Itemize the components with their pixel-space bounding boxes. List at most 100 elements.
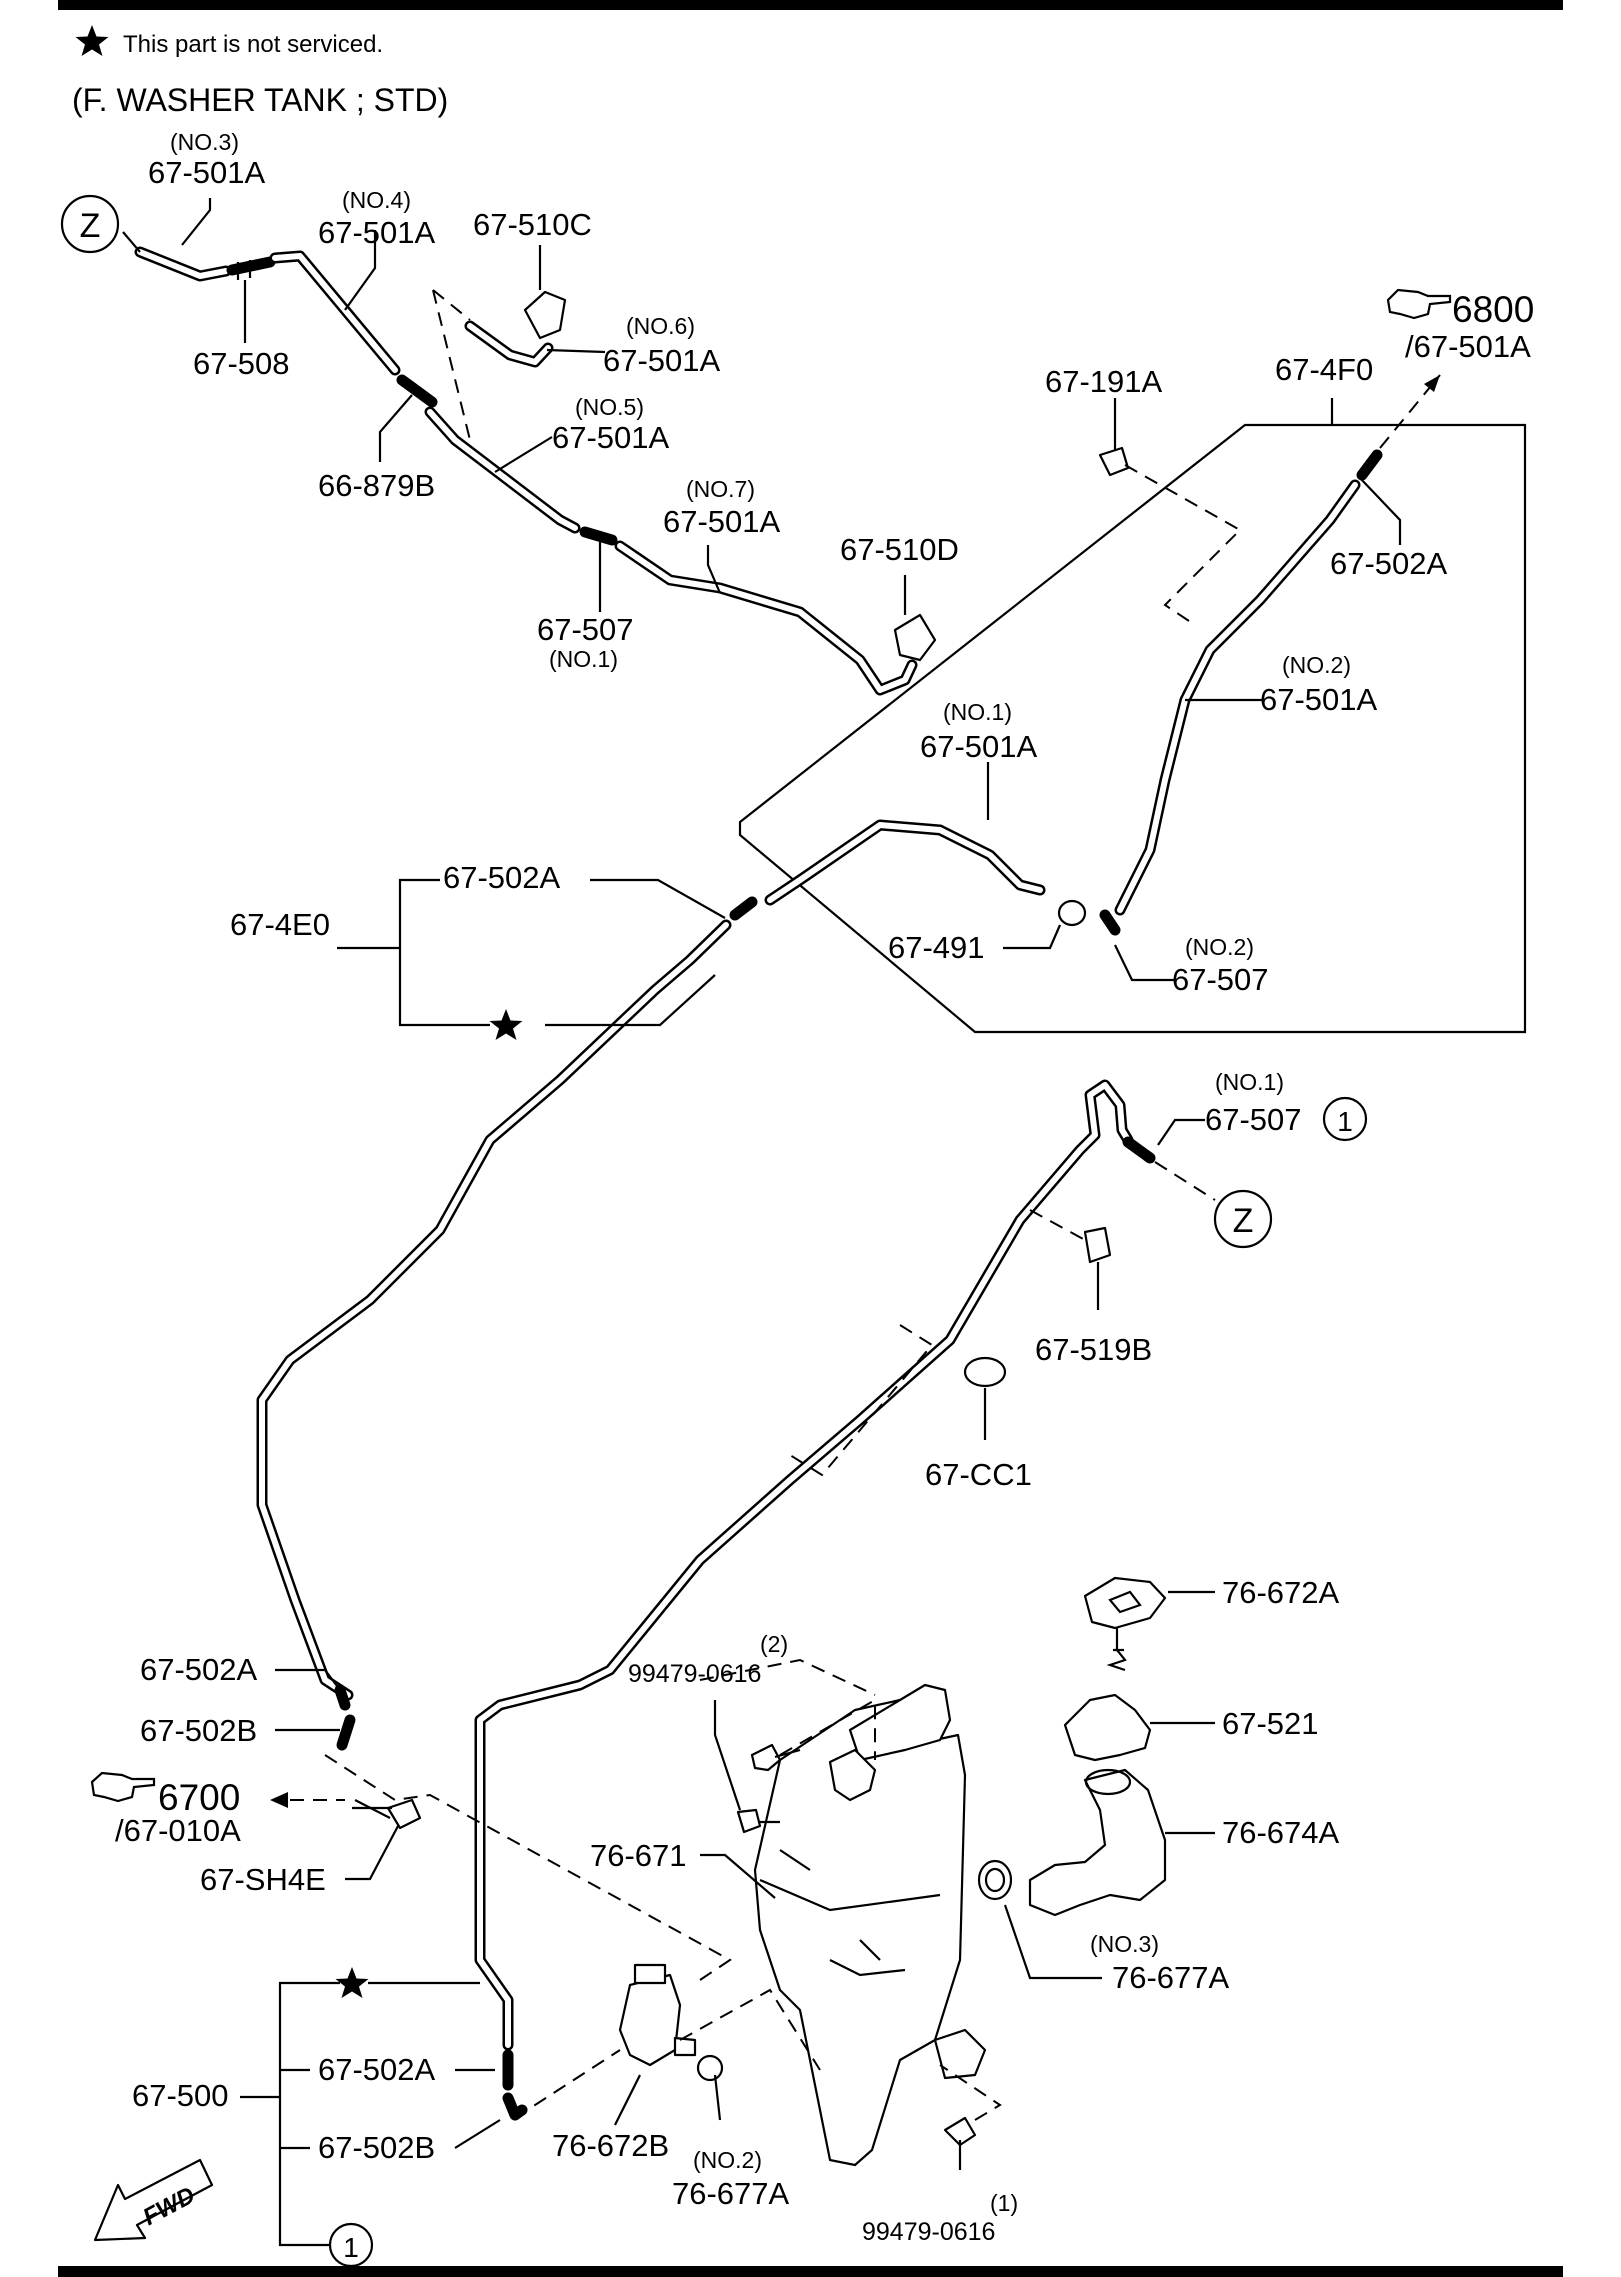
label-67-502a-mid: 67-502A — [443, 860, 561, 895]
label-76-674a: 76-674A — [1222, 1815, 1340, 1850]
label-67-4e0: 67-4E0 — [230, 907, 330, 942]
label-67-501a-no7-qual: (NO.7) — [686, 476, 755, 502]
ref-circle-z-lower — [1213, 1189, 1273, 1249]
label-67-501a-no2-qual: (NO.2) — [1282, 652, 1351, 678]
hand-pointer-icon-6800 — [1386, 288, 1452, 320]
label-67-502b-left: 67-502B — [140, 1713, 257, 1748]
ref-circle-z-lower-text: Z — [1233, 1202, 1254, 1240]
label-76-677a-no2-qual: (NO.2) — [693, 2147, 762, 2173]
bolt-99479-0616-no1 — [943, 2116, 977, 2147]
arrow-to-6800 — [1424, 375, 1440, 392]
label-67-501a-no1: 67-501A — [920, 729, 1038, 764]
check-valve-67-491 — [1057, 899, 1087, 927]
pump-76-672b — [618, 1973, 682, 2067]
ref-circle-1-right — [1322, 1096, 1368, 1142]
connector-67-507-no1-right — [1122, 1136, 1156, 1164]
bottom-border — [58, 2266, 1563, 2277]
label-76-672b: 76-672B — [552, 2128, 669, 2163]
label-76-677a-no2: 76-677A — [672, 2176, 790, 2211]
label-99479-0616-no2-qual: (2) — [760, 1631, 788, 1657]
label-67-501a-no3-qual: (NO.3) — [170, 129, 239, 155]
label-76-677a-no3: 76-677A — [1112, 1960, 1230, 1995]
label-67-4f0: 67-4F0 — [1275, 352, 1373, 387]
star-icon-mid — [489, 1009, 523, 1040]
fwd-arrow — [93, 2158, 214, 2242]
label-67-191a: 67-191A — [1045, 364, 1163, 399]
header-subtitle: (F. WASHER TANK ; STD) — [72, 82, 448, 118]
label-67-507-no1-qual: (NO.1) — [549, 646, 618, 672]
cap-76-672a — [1083, 1576, 1167, 1630]
connector-67-507-no1 — [579, 526, 618, 546]
label-76-677a-no3-qual: (NO.3) — [1090, 1931, 1159, 1957]
connector-67-502b-bottom — [502, 2092, 528, 2121]
inset-box — [738, 423, 1527, 1034]
label-67-501a-no3: 67-501A — [148, 155, 266, 190]
label-66-879b: 66-879B — [318, 468, 435, 503]
connector-67-502b-left — [336, 1714, 356, 1751]
label-67-501a-no6: 67-501A — [603, 343, 721, 378]
label-67-502a-left: 67-502A — [140, 1652, 258, 1687]
connector-67-502a-mid — [729, 896, 758, 921]
hand-pointer-icon-6700 — [90, 1771, 156, 1803]
ref-circle-1-right-text: 1 — [1337, 1106, 1353, 1137]
label-67-502b-bottom: 67-502B — [318, 2130, 435, 2165]
label-67-510d: 67-510D — [840, 532, 959, 567]
label-67-501a-no4-qual: (NO.4) — [342, 187, 411, 213]
connector-67-507-no2 — [1099, 909, 1121, 936]
label-67-507-no1-right: 67-507 — [1205, 1102, 1302, 1137]
ref-6700-number: 6700 — [158, 1777, 240, 1818]
star-icon — [75, 25, 109, 56]
label-67-510c: 67-510C — [473, 207, 592, 242]
ref-6800-number: 6800 — [1452, 289, 1534, 330]
label-99479-0616-no1-qual: (1) — [990, 2190, 1018, 2216]
ref-6800-sub: /67-501A — [1405, 329, 1531, 364]
ref-circle-z-upper — [60, 194, 120, 254]
star-icon-bottom — [335, 1967, 369, 1998]
header-note: This part is not serviced. — [123, 31, 383, 58]
label-67-cc1: 67-CC1 — [925, 1457, 1032, 1492]
label-67-sh4e: 67-SH4E — [200, 1862, 326, 1897]
label-67-501a-no1-qual: (NO.1) — [943, 699, 1012, 725]
top-border — [58, 0, 1563, 10]
grommet-76-677a-no2 — [696, 2054, 724, 2082]
label-67-502a-bottom: 67-502A — [318, 2052, 436, 2087]
label-67-501a-no5: 67-501A — [552, 420, 670, 455]
label-67-507-no2: 67-507 — [1172, 962, 1269, 997]
label-99479-0616-no1: 99479-0616 — [862, 2218, 995, 2246]
arrow-to-6700 — [270, 1792, 288, 1808]
label-67-501a-no5-qual: (NO.5) — [575, 394, 644, 420]
ref-6700-sub: /67-010A — [115, 1813, 241, 1848]
label-67-507-no2-qual: (NO.2) — [1185, 934, 1254, 960]
label-67-507-no1-right-qual: (NO.1) — [1215, 1069, 1284, 1095]
label-76-671: 76-671 — [590, 1838, 687, 1873]
connector-67-502a-left — [334, 1684, 351, 1711]
label-67-500: 67-500 — [132, 2078, 229, 2113]
nozzle-67-510c — [523, 290, 567, 340]
sensor-67-sh4e — [386, 1798, 422, 1830]
grommet-76-677a-no3 — [977, 1859, 1013, 1901]
label-76-672a: 76-672A — [1222, 1575, 1340, 1610]
label-67-507-no1: 67-507 — [537, 612, 634, 647]
label-67-519b: 67-519B — [1035, 1332, 1152, 1367]
ref-circle-1-bottom-text: 1 — [343, 2232, 359, 2263]
nozzle-67-510d — [893, 613, 937, 662]
ref-circle-1-bottom — [328, 2222, 374, 2268]
tank-bracket-lower — [933, 2028, 987, 2080]
bolt-99479-0616-no2 — [750, 1743, 782, 1772]
label-67-508: 67-508 — [193, 346, 290, 381]
label-67-501a-no6-qual: (NO.6) — [626, 313, 695, 339]
hose-67-4e0 — [256, 919, 732, 1701]
label-67-501a-no7: 67-501A — [663, 504, 781, 539]
ref-circle-z-upper-text: Z — [80, 207, 101, 245]
clip-67-519b — [1083, 1226, 1112, 1264]
clamp-67-cc1 — [963, 1356, 1007, 1388]
clip-67-191a — [1098, 446, 1130, 477]
label-67-501a-no4: 67-501A — [318, 215, 436, 250]
connector-66-879b — [396, 374, 438, 408]
tank-bracket-upper — [828, 1748, 877, 1802]
bolt-99479-0616-alt — [736, 1808, 762, 1834]
label-99479-0616-no2: 99479-0616 — [628, 1660, 761, 1688]
bracket-67-521 — [1063, 1693, 1152, 1762]
label-67-491: 67-491 — [888, 930, 985, 965]
